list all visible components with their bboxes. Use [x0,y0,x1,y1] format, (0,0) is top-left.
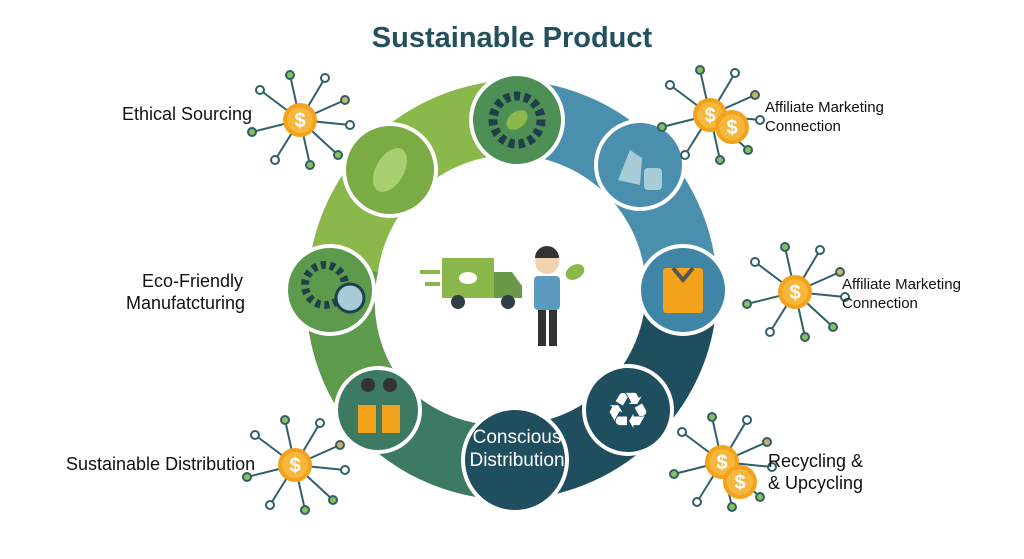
bags-node [334,366,422,454]
shopping-bag-icon [358,405,376,433]
conscious-node [461,406,569,514]
label-line: Conscious [472,427,562,448]
label-line: Recycling & [768,451,864,471]
gear-icon [488,91,546,149]
label-affiliate-top: Affiliate Marketing Connection [765,98,884,136]
gear-leaf-node [469,72,565,168]
label-recycling: Recycling & & Upcycling [768,450,863,494]
shirt-node [637,244,729,336]
person-icon [534,246,585,346]
leaf-node [342,122,438,218]
label-ethical-sourcing: Ethical Sourcing [122,104,253,124]
shoe-icon [618,150,642,185]
coin-network-icon [242,415,350,515]
leaf-icon [372,148,408,192]
coin-network-icon [669,412,777,512]
label-line: Manufatcturing [126,293,246,313]
label-line: Connection [842,295,918,312]
page-title: Sustainable Product [371,22,653,54]
shoe-node [594,119,686,211]
label-sustainable-distribution: Sustainable Distribution [66,454,256,474]
label-line: Eco-Friendly [142,271,244,291]
label-eco-friendly: Eco-Friendly Manufatcturing [126,270,245,314]
leaf-icon [334,282,366,314]
label-line: Distribution [469,450,565,471]
label-line: Affiliate Marketing [765,99,884,116]
shopping-bag-icon [382,405,400,433]
label-line: Affiliate Marketing [842,276,961,293]
recycle-node: ♻ [582,364,674,456]
leaf-icon [565,264,585,280]
delivery-truck-icon [420,258,522,309]
label-line: & Upcycling [768,473,864,493]
coin-network-icon [742,242,850,342]
coin-network-icon [247,70,355,170]
label-affiliate-mid: Affiliate Marketing Connection [842,275,961,313]
shirt-icon [663,268,703,313]
recycle-icon: ♻ [606,382,651,440]
manufacturing-node [284,244,376,336]
label-conscious-distribution: Conscious Distribution [462,426,572,472]
leaf-icon [506,110,528,130]
label-line: Connection [765,118,841,135]
